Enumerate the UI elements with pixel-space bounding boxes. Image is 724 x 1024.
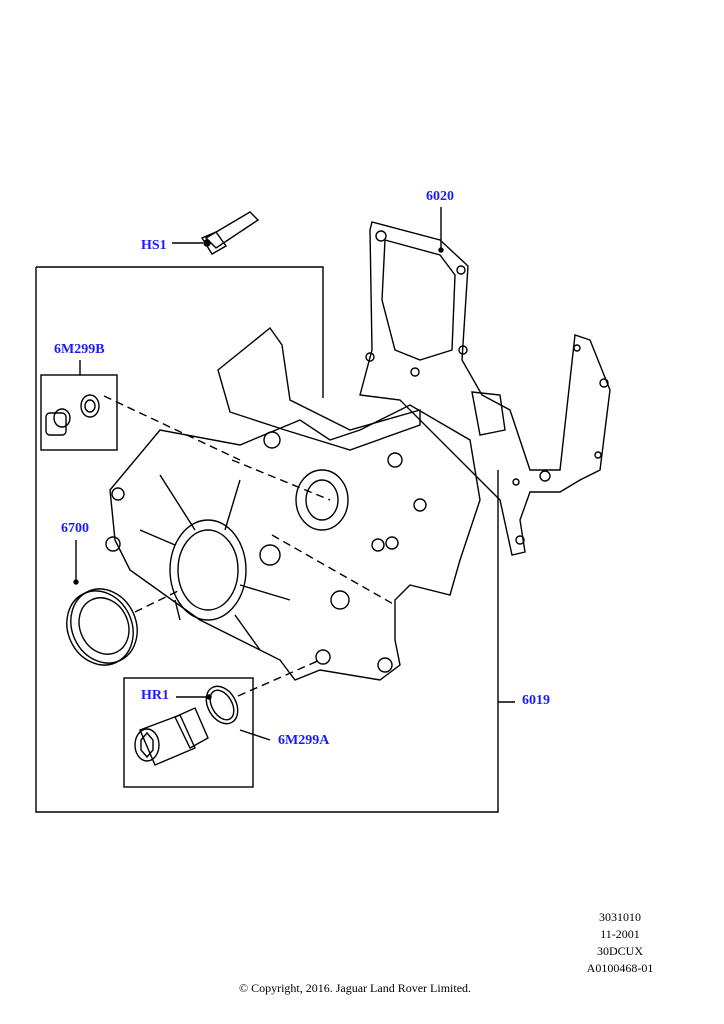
seal-6700 [66, 588, 138, 666]
kit-box-6m299b [40, 374, 118, 451]
callout-6019[interactable]: 6019 [522, 693, 550, 708]
kit-frame-6019 [35, 266, 499, 813]
callout-hs1[interactable]: HS1 [141, 238, 167, 253]
copyright: © Copyright, 2016. Jaguar Land Rover Lim… [238, 981, 472, 995]
plug-6m299b [45, 394, 100, 436]
callout-6020[interactable]: 6020 [426, 189, 454, 204]
plug-6m299a [134, 685, 239, 766]
callout-6m299a[interactable]: 6M299A [278, 733, 330, 748]
bolt-hs1 [200, 211, 260, 255]
callout-6m299b[interactable]: 6M299B [54, 342, 105, 357]
callout-6700[interactable]: 6700 [61, 521, 89, 536]
code-line: 30DCUX [596, 944, 643, 958]
code-line: 11-2001 [600, 927, 640, 941]
kit-box-6m299a [123, 677, 254, 788]
gasket-6020 [359, 221, 611, 556]
code-line: 3031010 [599, 910, 641, 924]
timing-cover-6019 [105, 326, 481, 681]
callout-hr1[interactable]: HR1 [141, 688, 169, 703]
code-line: A0100468-01 [586, 961, 654, 975]
diagram-codes: 3031010 11-2001 30DCUX A0100468-01 [570, 909, 670, 977]
